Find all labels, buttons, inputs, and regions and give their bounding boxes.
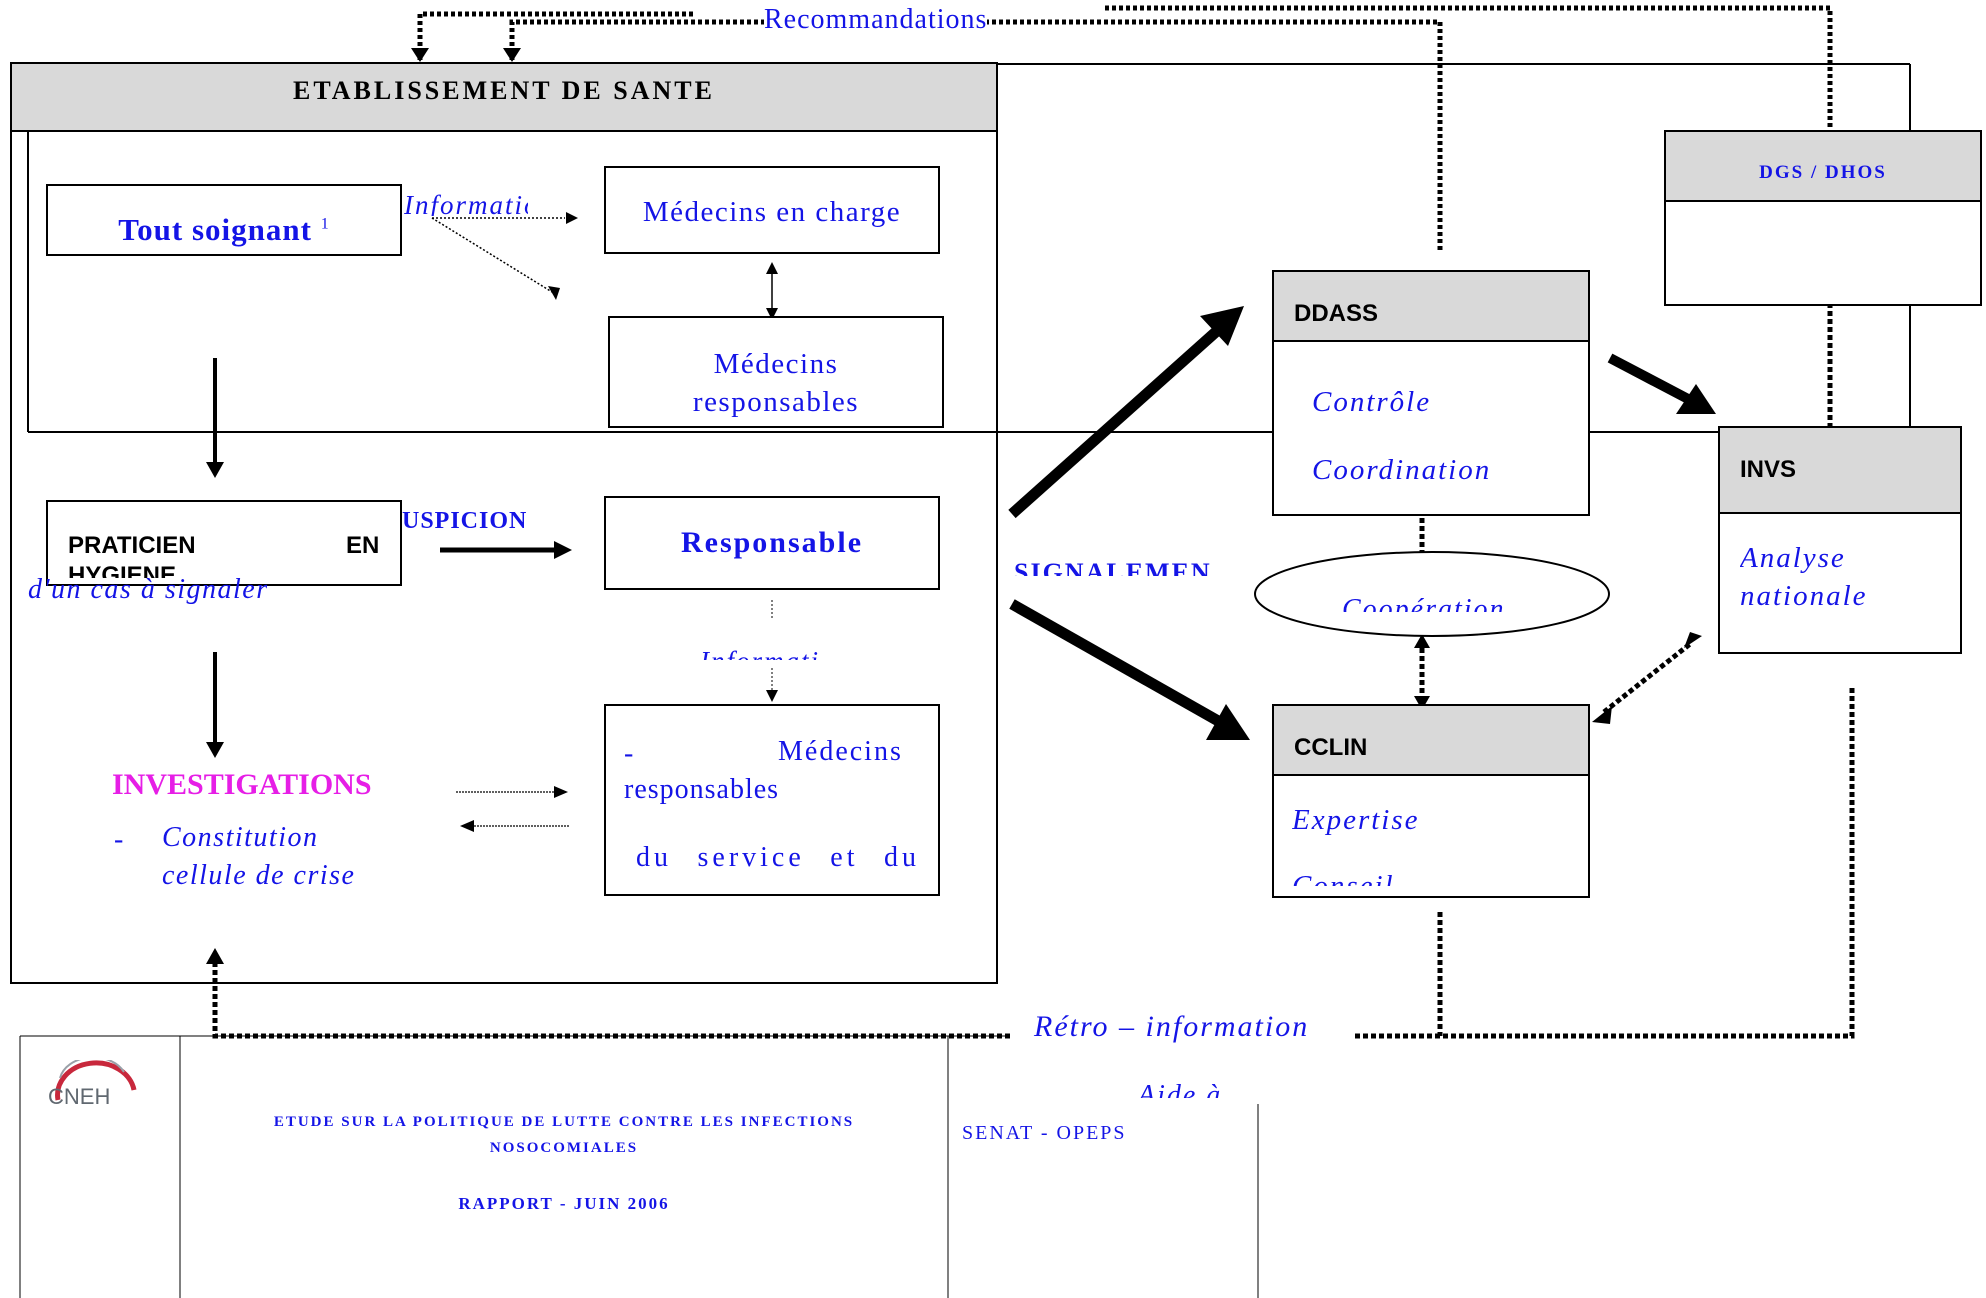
investigations-label: INVESTIGATIONS xyxy=(112,768,372,801)
cas-a-signaler-label: d'un cas à signaler xyxy=(28,574,269,605)
aide-a-label: Aide à xyxy=(1138,1080,1223,1098)
ddass-header xyxy=(1272,270,1590,342)
medecins-responsables-line2: responsables xyxy=(692,386,860,418)
retro-information-label: Rétro – information xyxy=(1022,1010,1322,1044)
dgs-title: DGS / DHOS xyxy=(1759,162,1887,183)
praticien-label-1: PRATICIEN xyxy=(68,532,196,559)
cclin-conseil: Conseil xyxy=(1292,870,1395,886)
etablissement-title: ETABLISSEMENT DE SANTE xyxy=(293,76,715,105)
information-label-mid: Informati xyxy=(700,646,844,660)
medecins-service-box xyxy=(604,704,940,896)
med-service-dash: - xyxy=(624,738,634,769)
ddass-controle: Contrôle xyxy=(1312,386,1432,418)
invs-nationale: nationale xyxy=(1740,580,1868,612)
dgs-header xyxy=(1664,130,1982,202)
invs-header xyxy=(1718,426,1962,514)
med-service-line3: du service et du xyxy=(636,842,920,873)
information-label-top: Informatio xyxy=(404,190,528,216)
tout-soignant-label: Tout soignant 1 xyxy=(46,212,402,248)
cclin-header xyxy=(1272,704,1590,776)
cclin-expertise: Expertise xyxy=(1292,804,1420,836)
signalement-to-cclin xyxy=(1009,599,1223,727)
footer-title-line1: ETUDE SUR LA POLITIQUE DE LUTTE CONTRE L… xyxy=(273,1114,855,1130)
recommandations-line-right xyxy=(1105,5,1833,130)
info-arrow-2 xyxy=(431,217,553,293)
responsable-label: Responsable xyxy=(680,526,864,559)
ddass-coordination: Coordination xyxy=(1312,454,1492,486)
responsable-box xyxy=(604,496,940,590)
arrowhead-left1 xyxy=(411,48,429,62)
praticien-label-2: EN xyxy=(346,532,380,559)
invs-title: INVS xyxy=(1740,456,1797,483)
signalement-label: SIGNALEMEN xyxy=(1014,558,1212,576)
cooperation-ellipse xyxy=(1254,551,1610,637)
cneh-logo: CNEH xyxy=(44,1056,144,1126)
cooperation-label: Coopération xyxy=(1342,594,1506,612)
med-service-line2: responsables xyxy=(624,774,780,805)
etablissement-header xyxy=(10,62,998,132)
retro-line-right xyxy=(1355,688,1855,1039)
medecins-responsables-box xyxy=(608,316,944,428)
cclin-invs-link xyxy=(1602,642,1692,714)
praticien-box xyxy=(46,500,402,586)
footer-title-line2: NOSOCOMIALES xyxy=(489,1140,639,1156)
ddass-to-invs xyxy=(1607,353,1693,405)
constitution-dash: - xyxy=(114,824,124,855)
footer-client: SENAT - OPEPS xyxy=(962,1122,1127,1144)
footer-report: RAPPORT - JUIN 2006 xyxy=(458,1194,670,1213)
constitution-line1: Constitution xyxy=(162,822,319,853)
medecins-en-charge-label: Médecins en charge xyxy=(642,196,902,228)
constitution-line2: cellule de crise xyxy=(162,860,356,891)
arrowhead-left2 xyxy=(503,48,521,62)
cneh-logo-text: CNEH xyxy=(48,1084,110,1109)
ddass-title: DDASS xyxy=(1294,300,1379,327)
invs-analyse: Analyse xyxy=(1740,542,1846,574)
med-service-line1: Médecins xyxy=(778,736,903,767)
medecins-en-charge-box xyxy=(604,166,940,254)
cclin-title: CCLIN xyxy=(1294,734,1368,761)
suspicion-label: USPICION xyxy=(402,508,528,534)
signalement-to-ddass xyxy=(1008,325,1222,519)
recommandations-label: Recommandations xyxy=(764,4,988,36)
recommandations-line-left xyxy=(417,11,695,60)
medecins-responsables-line1: Médecins xyxy=(713,348,839,380)
praticien-label-3: HYGIENE xyxy=(68,562,177,578)
tout-soignant-text: Tout soignant xyxy=(118,212,312,247)
tout-soignant-box xyxy=(46,184,402,256)
recommandations-line-left2 xyxy=(509,19,1443,250)
footnote-marker: 1 xyxy=(320,215,330,233)
cneh-logo-icon: CNEH xyxy=(48,1056,137,1109)
